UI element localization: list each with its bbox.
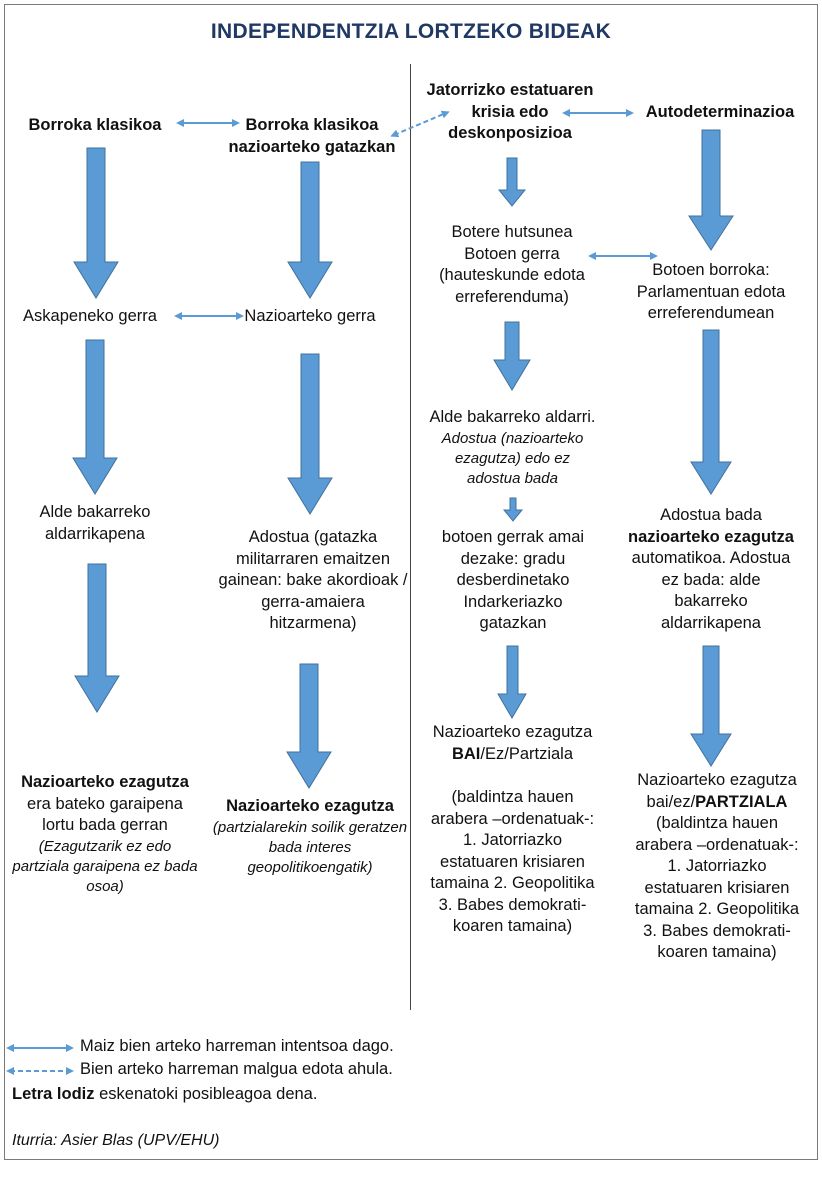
node-borroka-klasikoa-nazioartekoa: Borroka klasikoa nazioarteko gatazkan — [228, 116, 396, 156]
c4-recognition-line: Nazioarteko ezagutza — [637, 771, 797, 789]
node-botoen-gerra-amaiera: botoen gerrak amai dezake: gradu desberd… — [441, 528, 585, 632]
node-borroka-klasikoa: Borroka klasikoa — [28, 116, 162, 134]
node-askapeneko-gerra: Askapeneko gerra — [23, 307, 157, 325]
node-nazioarteko-gerra: Nazioarteko gerra — [244, 307, 376, 325]
node-adostua: Adostua (gatazka militarraren emaitzen g… — [218, 528, 408, 632]
down-arrow — [286, 663, 332, 789]
c3-recognition-rest: /Ez/Partziala — [480, 744, 574, 763]
c2-recognition-bold: Nazioarteko ezagutza — [226, 797, 394, 815]
legend-bold-note: Letra lodiz eskenatoki posibleagoa dena. — [12, 1083, 317, 1105]
legend-bold-word: Letra lodiz — [12, 1085, 95, 1103]
c4-recognition-options: bai/ez/PARTZIALA — [622, 792, 812, 814]
c4-agreed-post: automatikoa. Adostua ez bada: alde bakar… — [631, 549, 791, 632]
down-arrow — [688, 129, 734, 251]
node-alde-bakarreko-aldarrikapena: Alde bakarreko aldarrikapena — [39, 503, 151, 543]
c1-recognition-text: era bateko garaipena lortu bada gerran — [27, 794, 183, 835]
down-arrow — [690, 329, 732, 495]
node-botoen-borroka: Botoen borroka: Parlamentuan edota erref… — [636, 261, 786, 322]
c4-recognition-pre: bai/ez/ — [646, 792, 696, 811]
down-arrow — [72, 339, 118, 495]
node-c3-recognition: Nazioarteko ezagutza BAI/Ez/Partziala (b… — [420, 722, 605, 938]
two-way-arrow-dashed — [390, 110, 450, 138]
c3-recognition-line: Nazioarteko ezagutza — [432, 723, 593, 741]
down-arrow — [690, 645, 732, 767]
c3-recognition-options: BAI/Ez/Partziala — [420, 744, 605, 766]
down-arrow — [497, 645, 527, 719]
column-divider — [410, 64, 411, 1010]
down-arrow — [493, 321, 531, 391]
legend-dashed-text: Bien arteko harreman malgua edota ahula. — [80, 1060, 393, 1078]
c1-recognition-bold: Nazioarteko ezagutza — [21, 773, 189, 791]
source-credit: Iturria: Asier Blas (UPV/EHU) — [12, 1132, 220, 1149]
c4-agreed-pre: Adostua bada — [660, 506, 762, 524]
c3-conditions: (baldintza hauen arabera –ordenatuak-: 1… — [430, 788, 595, 935]
node-c4-recognition: Nazioarteko ezagutza bai/ez/PARTZIALA (b… — [622, 770, 812, 964]
c1-recognition-note: (Ezagutzarik ez edo partziala garaipena … — [12, 837, 198, 895]
node-c2-recognition: Nazioarteko ezagutza (partzialarekin soi… — [212, 796, 408, 878]
c4-conditions: (baldintza hauen arabera –ordenatuak-: 1… — [634, 814, 800, 961]
c3-recognition-bai: BAI — [451, 744, 481, 763]
node-alde-bakarreko-aldarri: Alde bakarreko aldarri. Adostua (nazioar… — [420, 407, 605, 489]
c3-spacer — [420, 765, 605, 787]
node-c4-agreed: Adostua bada nazioarteko ezagutza automa… — [622, 505, 800, 634]
down-arrow — [74, 563, 120, 713]
down-arrow — [287, 161, 333, 299]
node-autodeterminazioa: Autodeterminazioa — [645, 103, 795, 121]
c3-unilateral-note: Adostua (nazioarteko ezagutza) edo ez ad… — [441, 429, 584, 487]
c3-unilateral: Alde bakarreko aldarri. — [429, 408, 596, 426]
down-arrow — [497, 157, 527, 207]
legend-solid-text: Maiz bien arteko harreman intentsoa dago… — [80, 1037, 394, 1055]
c2-recognition-note: (partzialarekin soilik geratzen bada int… — [212, 818, 408, 876]
down-arrow — [73, 147, 119, 299]
legend-bold-rest: eskenatoki posibleagoa dena. — [99, 1085, 318, 1103]
c4-agreed-bold: nazioarteko ezagutza — [628, 527, 794, 546]
down-arrow — [287, 353, 333, 515]
diagram-frame — [4, 4, 818, 1160]
node-estatuaren-krisia: Jatorrizko estatuaren krisia edo deskonp… — [426, 81, 594, 142]
c4-recognition-partziala: PARTZIALA — [695, 792, 788, 811]
node-c1-recognition: Nazioarteko ezagutza era bateko garaipen… — [10, 772, 200, 897]
down-arrow — [502, 497, 524, 522]
node-botere-hutsunea: Botere hutsunea Botoen gerra (hauteskund… — [439, 223, 585, 306]
diagram-title: INDEPENDENTZIA LORTZEKO BIDEAK — [210, 20, 612, 43]
